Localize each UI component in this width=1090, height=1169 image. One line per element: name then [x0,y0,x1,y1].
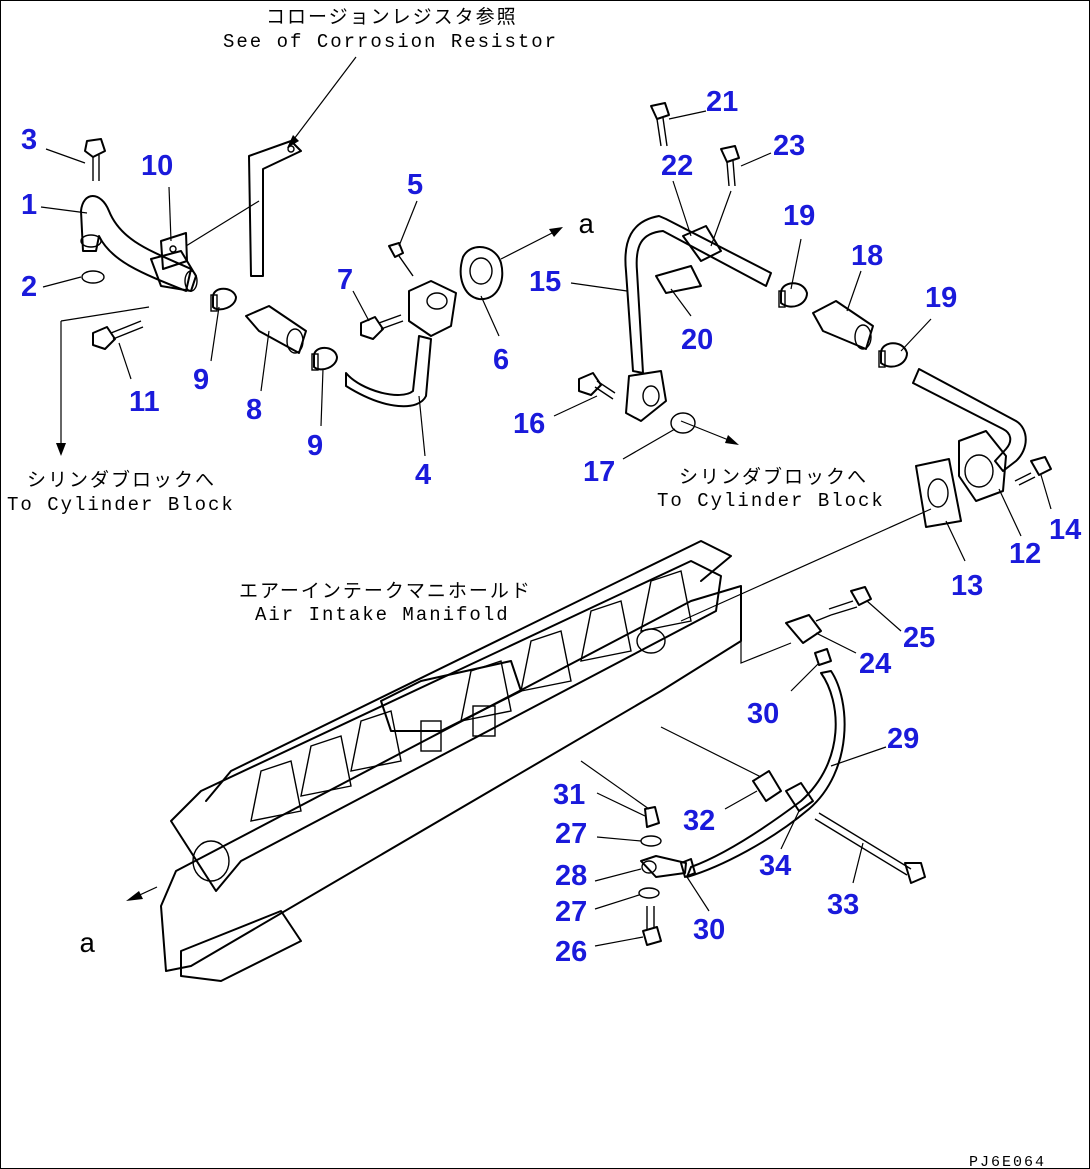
cylinder-note-right-jp: シリンダブロックへ [679,465,868,489]
cylinder-note-left-jp: シリンダブロックへ [27,468,216,492]
sensor-part-24 [785,614,832,644]
bolt-part-33 [814,812,926,884]
callout-26: 26 [555,936,587,968]
pipe-part-4 [345,335,432,408]
callout-2: 2 [21,271,37,303]
callout-27-upper: 27 [555,818,587,850]
callout-31: 31 [553,779,585,811]
callout-9-left: 9 [193,364,209,396]
callout-12: 12 [1009,538,1041,570]
callout-3: 3 [21,124,37,156]
callout-24: 24 [859,648,891,680]
clamp-part-19-upper [778,282,808,308]
callout-11: 11 [129,386,160,418]
callout-6: 6 [493,344,509,376]
callout-7: 7 [337,264,353,296]
callout-9-right: 9 [307,430,323,462]
clamp-part-19-lower [878,342,908,368]
callout-23: 23 [773,130,805,162]
corrosion-note-en: See of Corrosion Resistor [223,31,558,53]
callout-34: 34 [759,850,791,882]
clip-part-34 [785,782,814,812]
bolt-part-7 [360,314,404,340]
callout-19-upper: 19 [783,200,815,232]
bolt-part-25 [828,586,872,616]
bracket-part-10 [160,232,188,270]
callout-18: 18 [851,240,883,272]
callout-20: 20 [681,324,713,356]
hose-part-18 [812,300,874,350]
pipe-part-15 [624,215,772,422]
bolt-part-21 [650,102,670,147]
clamp-part-9-right [311,346,338,371]
pipe-part-1 [80,195,198,292]
air-intake-manifold [160,508,932,982]
manifold-note-en: Air Intake Manifold [255,604,510,626]
leader-lines [40,110,1052,947]
corrosion-note-jp: コロージョンレジスタ参照 [266,6,518,29]
fitting-part-30-lower [680,858,696,878]
bolt-part-26 [642,906,662,946]
marker-a-bottom: a [79,930,98,961]
corrosion-bracket [185,140,302,277]
callout-5: 5 [407,169,423,201]
cylinder-note-left-en: To Cylinder Block [7,494,235,516]
callout-29: 29 [887,723,919,755]
callout-numbers: 3 1 2 10 11 9 8 9 5 7 4 6 21 22 23 15 20… [21,86,1081,968]
callout-10: 10 [141,150,173,182]
bracket-part-20 [655,265,702,317]
flange-part-4 [408,280,457,337]
washer-part-27-upper [640,835,662,847]
bolt-part-23 [710,145,740,247]
callout-32: 32 [683,805,715,837]
fitting-part-30-upper [814,648,832,666]
plug-part-32 [660,726,782,802]
callout-4: 4 [415,459,431,491]
bolt-part-16 [578,372,616,400]
clamp-part-9-left [210,287,237,312]
callout-19-lower: 19 [925,282,957,314]
callout-16: 16 [513,408,545,440]
pipe-part-12 [912,368,1027,502]
banjo-part-28 [640,855,687,878]
callout-1: 1 [21,189,37,221]
manifold-note-jp: エアーインテークマニホールド [239,580,532,603]
bolt-part-5 [388,242,414,277]
callout-14: 14 [1049,514,1081,546]
gasket-part-13 [915,458,962,528]
fitting-part-31 [580,760,660,828]
hose-part-8 [245,305,307,354]
callout-21: 21 [706,86,738,118]
callout-22: 22 [661,150,693,182]
callout-17: 17 [583,456,615,488]
callout-8: 8 [246,394,262,426]
callout-28: 28 [555,860,587,892]
o-ring-part-17 [670,412,696,434]
callout-15: 15 [529,266,561,298]
pipe-part-22 [682,225,722,262]
o-ring-part-2 [81,270,105,284]
washer-part-27-lower [638,887,660,899]
gasket-part-6 [459,246,504,301]
marker-a-top: a [578,211,597,242]
callout-13: 13 [951,570,983,602]
callout-30-upper: 30 [747,698,779,730]
bolt-part-3 [84,138,106,181]
bolt-part-11 [92,320,144,350]
callout-25: 25 [903,622,935,654]
bolt-part-14 [1014,456,1052,486]
cylinder-note-right-en: To Cylinder Block [657,490,885,512]
callout-27-lower: 27 [555,896,587,928]
note-arrows [56,56,739,901]
drawing-code: PJ6E064 [969,1154,1046,1169]
callout-33: 33 [827,889,859,921]
callout-30-lower: 30 [693,914,725,946]
